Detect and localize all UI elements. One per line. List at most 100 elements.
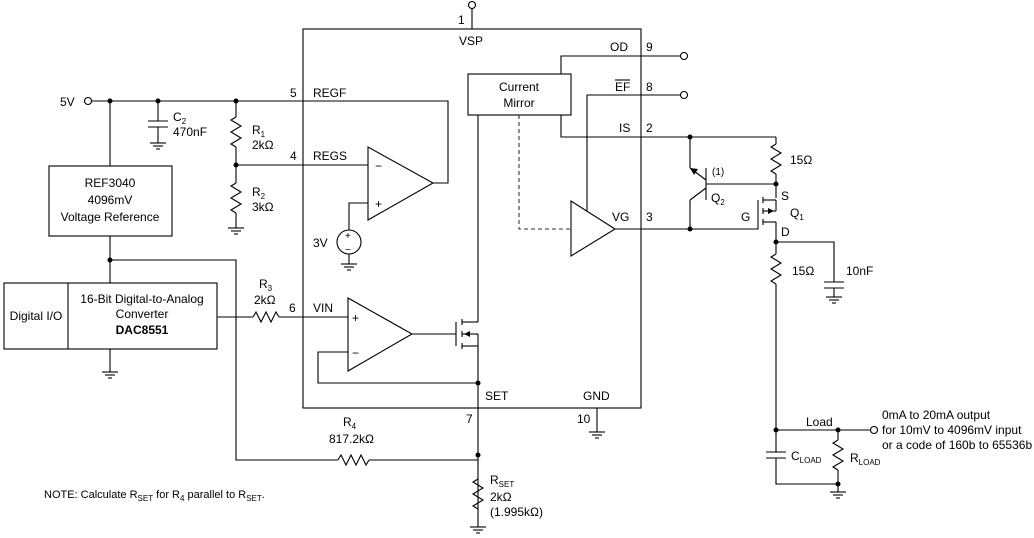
od-terminal bbox=[679, 51, 689, 61]
pin-od-label: OD bbox=[610, 40, 628, 54]
q2-letter: Q bbox=[711, 191, 720, 205]
rset-letter: R bbox=[490, 473, 499, 487]
c2-letter: C bbox=[173, 110, 182, 124]
svg-text:C2: C2 bbox=[173, 110, 187, 126]
source-plus: + bbox=[345, 231, 351, 242]
c2-subscript: 2 bbox=[182, 117, 187, 126]
internal-nmos bbox=[455, 319, 478, 349]
dac-line-2: Converter bbox=[116, 307, 169, 321]
resistor-r2 bbox=[229, 182, 243, 214]
current-mirror-line-2: Mirror bbox=[503, 96, 534, 110]
resistor-r3 bbox=[252, 310, 280, 324]
source-minus: − bbox=[345, 245, 351, 256]
transistor-q1 bbox=[690, 197, 777, 242]
resistor-15-ohm-sense bbox=[769, 143, 783, 175]
voltage-reference-box bbox=[48, 165, 173, 237]
reference-voltage: 4096mV bbox=[88, 193, 133, 207]
rset-value: 2kΩ bbox=[490, 490, 512, 504]
pin-9-number: 9 bbox=[646, 40, 653, 54]
pin-2-number: 2 bbox=[646, 121, 653, 135]
output-note-line-3: or a code of 160b to 65536b bbox=[882, 438, 1032, 452]
gate-driver-buffer bbox=[570, 199, 617, 257]
capacitor-c2 bbox=[148, 101, 168, 150]
pin-10-number: 10 bbox=[577, 412, 591, 426]
rset-note: (1.995kΩ) bbox=[490, 505, 543, 519]
op-amp-1-plus: + bbox=[375, 197, 382, 211]
svg-text:R3: R3 bbox=[259, 277, 273, 293]
digital-io-label: Digital I/O bbox=[10, 309, 63, 323]
resistor-r4 bbox=[337, 453, 370, 467]
c2-value: 470nF bbox=[173, 125, 207, 139]
r1-subscript: 1 bbox=[261, 130, 266, 139]
q1-gate-label: G bbox=[741, 210, 750, 224]
op-amp-2-plus: + bbox=[352, 311, 359, 325]
current-mirror-line-1: Current bbox=[499, 80, 540, 94]
rload-subscript: LOAD bbox=[859, 458, 881, 467]
output-terminal bbox=[869, 425, 879, 435]
svg-text:RLOAD: RLOAD bbox=[850, 451, 881, 467]
pin-6-number: 6 bbox=[289, 301, 296, 315]
resistor-15-ohm-sense-value: 15Ω bbox=[790, 153, 812, 167]
output-note-line-1: 0mA to 20mA output bbox=[882, 408, 991, 422]
rset-subscript: SET bbox=[499, 480, 515, 489]
pin-5-number: 5 bbox=[290, 86, 297, 100]
resistor-rload bbox=[831, 439, 845, 471]
svg-text:Q2: Q2 bbox=[711, 191, 725, 207]
r3-subscript: 3 bbox=[268, 284, 273, 293]
q1-letter: Q bbox=[790, 206, 799, 220]
r4-value: 817.2kΩ bbox=[329, 432, 374, 446]
design-note: NOTE: Calculate RSET for R4 parallel to … bbox=[44, 489, 265, 503]
svg-text:Q1: Q1 bbox=[790, 206, 804, 222]
pin-set-label: SET bbox=[485, 389, 509, 403]
current-mirror-block bbox=[467, 73, 572, 116]
r2-letter: R bbox=[252, 185, 261, 199]
resistor-r1 bbox=[229, 116, 243, 148]
pin-8-number: 8 bbox=[646, 80, 653, 94]
input-op-amp bbox=[347, 297, 414, 372]
svg-text:R1: R1 bbox=[252, 123, 266, 139]
op-amp-1-minus: − bbox=[375, 159, 382, 173]
rload-letter: R bbox=[850, 451, 859, 465]
pin-3-number: 3 bbox=[646, 210, 653, 224]
r1-letter: R bbox=[252, 123, 261, 137]
q2-subscript: 2 bbox=[720, 198, 725, 207]
cload-subscript: LOAD bbox=[800, 456, 822, 465]
pin-vsp-label: VSP bbox=[459, 34, 483, 48]
r3-value: 2kΩ bbox=[254, 293, 276, 307]
r4-subscript: 4 bbox=[352, 422, 357, 431]
pin-gnd-label: GND bbox=[583, 389, 610, 403]
dac-line-1: 16-Bit Digital-to-Analog bbox=[80, 292, 203, 306]
q1-drain-label: D bbox=[781, 225, 790, 239]
regulator-op-amp bbox=[367, 146, 435, 221]
resistor-15-ohm-output-value: 15Ω bbox=[792, 264, 814, 278]
load-label: Load bbox=[806, 415, 833, 429]
pin-is-label: IS bbox=[619, 121, 630, 135]
pin-vin-label: VIN bbox=[313, 301, 333, 315]
vsp-terminal bbox=[467, 0, 477, 10]
resistor-rset bbox=[471, 478, 485, 510]
reference-part: REF3040 bbox=[85, 176, 136, 190]
dac-part-number: DAC8551 bbox=[116, 323, 169, 337]
ef-terminal bbox=[679, 90, 689, 100]
reference-description: Voltage Reference bbox=[61, 210, 160, 224]
svg-text:R4: R4 bbox=[343, 415, 357, 431]
transistor-q2 bbox=[689, 137, 776, 229]
pin-7-number: 7 bbox=[466, 412, 473, 426]
cload-letter: C bbox=[791, 449, 800, 463]
r4-letter: R bbox=[343, 415, 352, 429]
q2-footnote: (1) bbox=[712, 167, 724, 178]
pin-vg-label: VG bbox=[612, 210, 629, 224]
pin-4-number: 4 bbox=[290, 149, 297, 163]
dac-block bbox=[3, 282, 218, 350]
op-amp-2-minus: − bbox=[352, 346, 359, 360]
r2-subscript: 2 bbox=[261, 192, 266, 201]
supply-5v-label: 5V bbox=[60, 95, 75, 109]
r3-letter: R bbox=[259, 277, 268, 291]
svg-text:R2: R2 bbox=[252, 185, 266, 201]
capacitor-10nf-value: 10nF bbox=[846, 264, 873, 278]
output-note-line-2: for 10mV to 4096mV input bbox=[882, 423, 1022, 437]
q1-subscript: 1 bbox=[799, 213, 804, 222]
source-3v-label: 3V bbox=[313, 236, 328, 250]
resistor-15-ohm-output bbox=[769, 253, 783, 285]
